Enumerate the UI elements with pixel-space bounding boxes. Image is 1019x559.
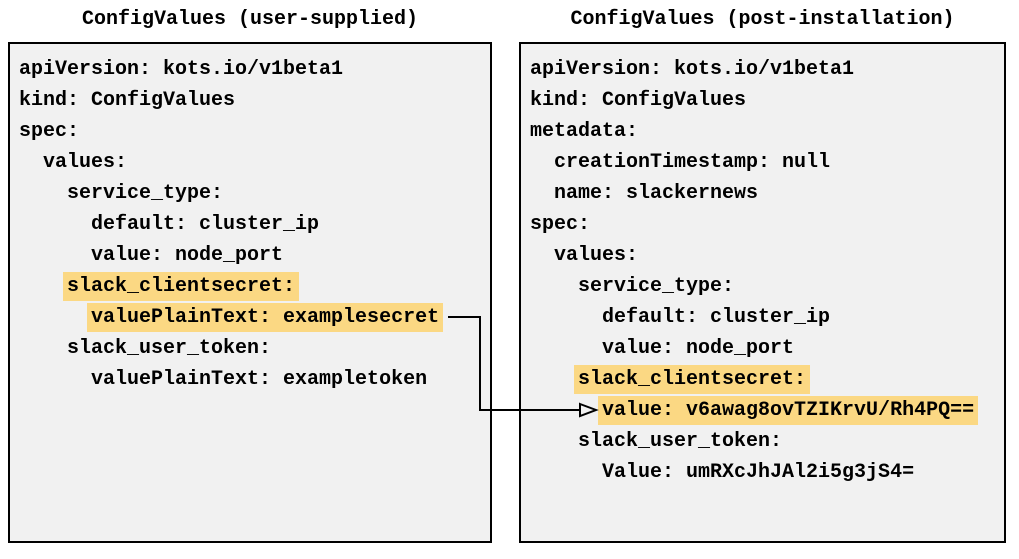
code-line: service_type:: [19, 178, 490, 209]
indent: [530, 244, 554, 267]
yaml-text: default: cluster_ip: [602, 306, 831, 329]
code-line: kind: ConfigValues: [530, 85, 1004, 116]
code-line: slack_user_token:: [19, 333, 490, 364]
code-line: spec:: [530, 209, 1004, 240]
yaml-code-user-supplied: apiVersion: kots.io/v1beta1 kind: ConfigV…: [10, 44, 490, 395]
yaml-text: values:: [43, 151, 128, 174]
code-line: default: cluster_ip: [19, 209, 490, 240]
code-line: apiVersion: kots.io/v1beta1: [19, 54, 490, 85]
indent: [19, 151, 43, 174]
indent: [530, 151, 554, 174]
highlighted-yaml-text: slack_clientsecret:: [574, 365, 811, 394]
indent: [530, 306, 602, 329]
code-line: apiVersion: kots.io/v1beta1: [530, 54, 1004, 85]
code-line: spec:: [19, 116, 490, 147]
indent: [530, 337, 602, 360]
yaml-text: apiVersion: kots.io/v1beta1: [530, 58, 855, 81]
yaml-text: values:: [554, 244, 639, 267]
code-line: Value: umRXcJhJAl2i5g3jS4=: [530, 457, 1004, 488]
yaml-text: slack_user_token:: [67, 337, 272, 360]
panel-title-user-supplied: ConfigValues (user-supplied): [81, 8, 419, 31]
yaml-text: creationTimestamp: null: [554, 151, 831, 174]
highlighted-yaml-text: value: v6awag8ovTZIKrvU/Rh4PQ==: [598, 396, 979, 425]
code-line: values:: [530, 240, 1004, 271]
code-line: name: slackernews: [530, 178, 1004, 209]
code-line: slack_clientsecret:: [530, 364, 1004, 395]
indent: [19, 275, 67, 298]
yaml-text: value: node_port: [602, 337, 795, 360]
code-line: creationTimestamp: null: [530, 147, 1004, 178]
indent: [19, 337, 67, 360]
indent: [530, 368, 578, 391]
yaml-text: metadata:: [530, 120, 639, 143]
yaml-text: kind: ConfigValues: [530, 89, 747, 112]
code-line: values:: [19, 147, 490, 178]
code-line: slack_clientsecret:: [19, 271, 490, 302]
yaml-text: valuePlainText: exampletoken: [91, 368, 428, 391]
config-values-user-supplied-panel: apiVersion: kots.io/v1beta1 kind: ConfigV…: [8, 42, 492, 543]
code-line: valuePlainText: examplesecret: [19, 302, 490, 333]
code-line: valuePlainText: exampletoken: [19, 364, 490, 395]
highlighted-yaml-text: slack_clientsecret:: [63, 272, 300, 301]
code-line: service_type:: [530, 271, 1004, 302]
yaml-code-post-installation: apiVersion: kots.io/v1beta1 kind: ConfigV…: [521, 44, 1004, 488]
code-line: default: cluster_ip: [530, 302, 1004, 333]
yaml-text: service_type:: [578, 275, 735, 298]
code-line: value: v6awag8ovTZIKrvU/Rh4PQ==: [530, 395, 1004, 426]
code-line: metadata:: [530, 116, 1004, 147]
yaml-text: default: cluster_ip: [91, 213, 320, 236]
yaml-text: service_type:: [67, 182, 224, 205]
yaml-text: spec:: [530, 213, 591, 236]
panel-title-post-installation: ConfigValues (post-installation): [570, 8, 955, 31]
indent: [530, 399, 602, 422]
yaml-text: value: node_port: [91, 244, 284, 267]
yaml-text: spec:: [19, 120, 80, 143]
indent: [530, 461, 602, 484]
indent: [19, 182, 67, 205]
indent: [530, 275, 578, 298]
code-line: value: node_port: [530, 333, 1004, 364]
code-line: kind: ConfigValues: [19, 85, 490, 116]
code-line: slack_user_token:: [530, 426, 1004, 457]
yaml-text: kind: ConfigValues: [19, 89, 236, 112]
config-values-post-installation-panel: apiVersion: kots.io/v1beta1 kind: ConfigV…: [519, 42, 1006, 543]
yaml-text: Value: umRXcJhJAl2i5g3jS4=: [602, 461, 915, 484]
indent: [530, 430, 578, 453]
highlighted-yaml-text: valuePlainText: examplesecret: [87, 303, 444, 332]
indent: [19, 368, 91, 391]
code-line: value: node_port: [19, 240, 490, 271]
indent: [19, 213, 91, 236]
yaml-text: name: slackernews: [554, 182, 759, 205]
indent: [530, 182, 554, 205]
indent: [19, 306, 91, 329]
yaml-text: apiVersion: kots.io/v1beta1: [19, 58, 344, 81]
yaml-text: slack_user_token:: [578, 430, 783, 453]
indent: [19, 244, 91, 267]
